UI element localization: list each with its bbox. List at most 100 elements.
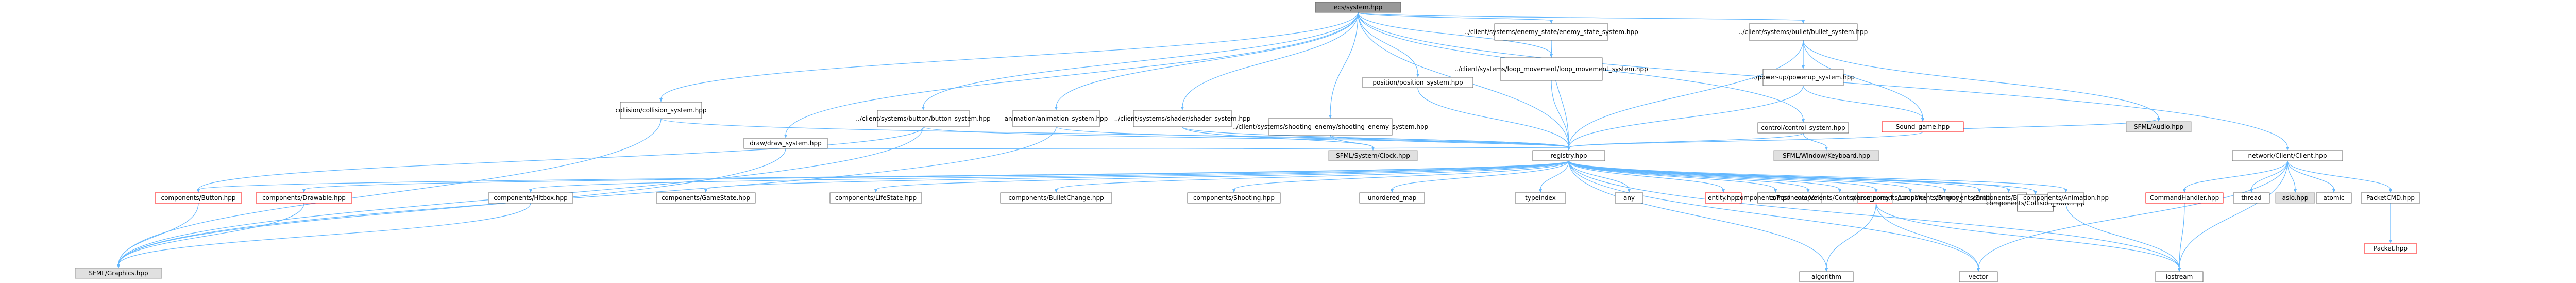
dependency-edge (1358, 12, 1418, 75)
dependency-edge (2184, 160, 2288, 190)
dependency-edges (117, 12, 2392, 272)
edge-arrowhead (2157, 118, 2160, 122)
graph-node-draw[interactable]: draw/draw_system.hpp (743, 138, 828, 149)
graph-node-sparse-array[interactable]: sparse_array.hpp (1850, 192, 1903, 204)
graph-node-comp-lifestate[interactable]: components/LifeState.hpp (829, 192, 922, 204)
edge-arrowhead (1774, 189, 1777, 193)
dependency-edge (1568, 160, 1630, 190)
node-label: atomic (2323, 194, 2344, 202)
graph-node-packet-cmd[interactable]: PacketCMD.hpp (2361, 192, 2420, 204)
graph-node-network[interactable]: network/Client/Client.hpp (2232, 150, 2343, 161)
graph-node-vector[interactable]: vector (1959, 271, 1998, 282)
dependency-edge (2287, 160, 2296, 190)
graph-node-sound-game[interactable]: Sound_game.hpp (1882, 121, 1964, 132)
dependency-edge (875, 160, 1569, 190)
dependency-edge (1568, 160, 1724, 190)
graph-node-command-handler[interactable]: CommandHandler.hpp (2145, 192, 2224, 204)
graph-node-comp-drawable[interactable]: components/Drawable.hpp (256, 192, 352, 204)
graph-node-unordered-map[interactable]: unordered_map (1359, 192, 1425, 204)
node-box (2155, 271, 2204, 282)
edge-arrowhead (1825, 147, 1828, 151)
graph-node-algorithm[interactable]: algorithm (1799, 271, 1854, 282)
graph-node-comp-animation[interactable]: components/Animation.hpp (2023, 192, 2109, 204)
node-label: collision/collision_system.hpp (615, 107, 706, 114)
graph-node-any[interactable]: any (1615, 192, 1643, 204)
node-box (1500, 57, 1603, 81)
dependency-edge (1330, 135, 1374, 148)
graph-node-registry[interactable]: registry.hpp (1532, 150, 1605, 161)
dependency-edge (303, 160, 1569, 190)
edge-arrowhead (117, 264, 120, 268)
graph-node-powerup[interactable]: ../power-up/powerup_system.hpp (1752, 69, 1855, 86)
node-label: CommandHandler.hpp (2150, 194, 2219, 202)
graph-node-root[interactable]: ecs/system.hpp (1315, 2, 1401, 13)
edge-arrowhead (1416, 74, 1419, 77)
dependency-edge (1417, 87, 1569, 148)
graph-node-animation[interactable]: animation/animation_system.hpp (1005, 110, 1108, 127)
edge-arrowhead (1628, 189, 1631, 193)
dependency-edge (923, 12, 1359, 108)
edge-arrowhead (1232, 189, 1235, 193)
dependency-edge (1803, 85, 1923, 119)
node-label: components/GameState.hpp (662, 194, 750, 202)
graph-node-comp-shooting[interactable]: components/Shooting.hpp (1187, 192, 1281, 204)
node-box (2047, 192, 2084, 204)
dependency-edge (118, 118, 662, 265)
graph-node-atomic[interactable]: atomic (2316, 192, 2352, 204)
node-box (1515, 192, 1566, 204)
graph-node-comp-button[interactable]: components/Button.hpp (155, 192, 242, 204)
graph-node-position[interactable]: position/position_system.hpp (1362, 77, 1473, 88)
graph-node-loop[interactable]: ../client/systems/loop_movement/loop_mov… (1454, 57, 1648, 81)
graph-node-comp-hitbox[interactable]: components/Hitbox.hpp (488, 192, 573, 204)
node-label: components/Drawable.hpp (262, 194, 346, 202)
dependency-edge (1182, 126, 1569, 148)
graph-node-thread[interactable]: thread (2233, 192, 2270, 204)
node-box (1328, 150, 1418, 161)
dependency-edge (1568, 160, 2066, 190)
edge-arrowhead (1978, 189, 1981, 193)
graph-node-asio: asio.hpp (2275, 192, 2315, 204)
graph-node-collision[interactable]: collision/collision_system.hpp (615, 102, 707, 119)
node-box (2364, 243, 2417, 254)
dependency-edge (1358, 12, 1552, 21)
node-label: components/LifeState.hpp (835, 194, 917, 202)
graph-node-comp-gamestate[interactable]: components/GameState.hpp (656, 192, 756, 204)
node-label: control/control_system.hpp (1761, 124, 1845, 131)
node-label: SFML/Window/Keyboard.hpp (1783, 152, 1870, 159)
edge-arrowhead (1055, 107, 1058, 110)
edge-arrowhead (874, 189, 877, 193)
edge-arrowhead (1181, 107, 1184, 110)
graph-node-typeindex[interactable]: typeindex (1515, 192, 1566, 204)
graph-node-sfml-keyboard: SFML/Window/Keyboard.hpp (1773, 150, 1879, 161)
node-box (620, 102, 702, 119)
node-box (1773, 150, 1879, 161)
graph-node-comp-bulletchange[interactable]: components/BulletChange.hpp (1000, 192, 1112, 204)
graph-node-packet[interactable]: Packet.hpp (2364, 243, 2417, 254)
edge-arrowhead (1921, 118, 1924, 122)
graph-node-shader[interactable]: ../client/systems/shader/shader_system.h… (1114, 110, 1251, 127)
node-label: Sound_game.hpp (1896, 123, 1950, 130)
graph-node-shooting[interactable]: ../client/systems/shooting_enemy/shootin… (1232, 118, 1428, 136)
graph-node-bullet-sys[interactable]: ../client/systems/bullet/bullet_system.h… (1739, 23, 1868, 41)
dependency-edge (1568, 85, 1804, 148)
node-box (2361, 192, 2420, 204)
edge-arrowhead (1838, 189, 1842, 193)
graph-node-sfml-graphics: SFML/Graphics.hpp (75, 268, 162, 279)
graph-node-sfml-clock: SFML/System/Clock.hpp (1328, 150, 1418, 161)
graph-node-control[interactable]: control/control_system.hpp (1757, 122, 1849, 134)
graph-node-iostream[interactable]: iostream (2155, 271, 2204, 282)
node-box (1012, 110, 1100, 127)
graph-node-enemy-state[interactable]: ../client/systems/enemy_state/enemy_stat… (1464, 23, 1638, 41)
dependency-edge (2065, 203, 2180, 269)
dependency-edge (1803, 40, 2159, 119)
node-label: ../client/systems/enemy_state/enemy_stat… (1464, 28, 1638, 36)
edge-arrowhead (1055, 189, 1058, 193)
dependency-edge (1568, 160, 1776, 190)
dependency-edge (118, 203, 199, 265)
edge-arrowhead (1825, 268, 1828, 272)
node-box (1187, 192, 1281, 204)
graph-node-button-sys[interactable]: ../client/systems/button/button_system.h… (856, 110, 991, 127)
graph-node-entity[interactable]: entity.hpp (1705, 192, 1742, 204)
dependency-edge (1568, 160, 1877, 190)
